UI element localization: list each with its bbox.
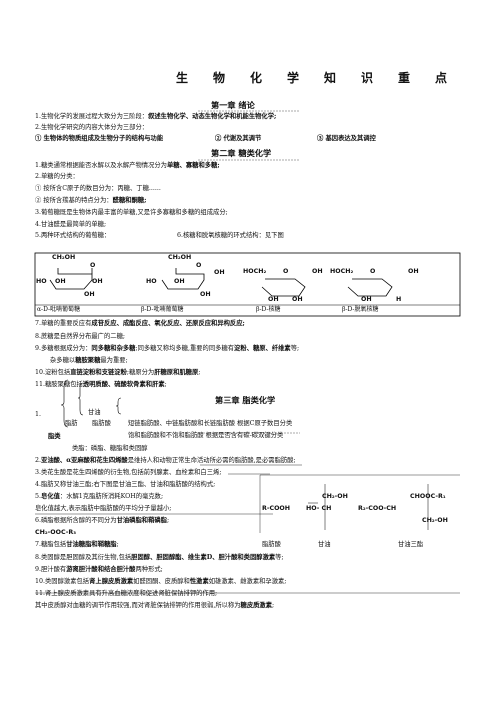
formula-cap-glycerol: 甘油 (318, 541, 331, 548)
ch3-n1: 1. (35, 411, 42, 418)
chapter1-heading: 第一章 绪论 (211, 100, 255, 110)
sugar-structure-box (34, 252, 461, 317)
ch2-line4: ② 按所含羰基的特点分为：醛糖和酮糖; (35, 197, 147, 204)
s1-o: O (90, 262, 96, 269)
ch3-line5: 5.皂化值：水解1克脂肪所消耗KOH的毫克数; (35, 493, 164, 500)
s3-oh3: OH (292, 296, 303, 303)
ch2-line10: 8.蔗糖是自然界分布最广的二糖; (35, 333, 125, 340)
ch3-line5b: 皂化值越大,表示脂肪中脂肪酸的平均分子量越小; (35, 505, 172, 512)
ch3-line6: 6.磷脂根据所含醇的不同分为甘油磷脂和鞘磷脂; (35, 517, 170, 524)
ch3-line11: 11.肾上腺皮质激素具有升高血糖浓度和促进肾脏保钠排钾的作用; (35, 590, 218, 597)
ch3-line12: 其中皮质醇对血糖的调节作用较强,而对肾脏保钠排钾的作用很弱,所以称为糖皮质激素; (35, 602, 275, 609)
ch3-line3: 3.类花生酸是花生四烯酸的衍生物,包括前列腺素、血栓素和白三烯; (35, 469, 222, 476)
cap-beta-glucose: β-D-吡喃葡萄糖 (141, 306, 184, 313)
ch1-part2: ② 代谢及其调节 (215, 135, 262, 142)
ch2-line2: 2.单糖的分类： (35, 173, 79, 180)
beta-ribose-ring (261, 278, 306, 297)
s4-oh1: OH (408, 268, 419, 275)
ch2-line14: 11.糖胺聚糖包括透明质酸、硫酸软骨素和肝素; (35, 381, 167, 388)
ch2-line13: 10.淀粉包括直链淀粉和支链淀粉;糖原分为肝糖原和肌糖原; (35, 369, 201, 376)
s1-ho: HO (36, 278, 47, 285)
lipid-brace (60, 379, 69, 428)
ch3-line9: 9.胆汁酸有游离胆汁酸和结合胆汁酸两种形式; (35, 566, 163, 573)
s4-o: O (370, 268, 376, 275)
ch3-line2: 2.亚油酸、α亚麻酸和花生四烯酸是维持人和动物正常生命活动所必需的脂肪酸,是必需… (35, 457, 296, 464)
lipid-label: 脂类 (48, 433, 61, 440)
formula-cap-triglyceride: 甘油三酯 (398, 541, 424, 548)
ch3-line4: 4.脂肪又称甘油三酯;右下图是甘油三酯、甘油和脂肪酸的结构式; (35, 481, 216, 488)
lipid-fa-chain: 短链脂肪酸、中链脂肪酸和长链脂肪酸 根据C原子数目分类 (128, 420, 293, 427)
lipid-fa-sat: 饱和脂肪酸和不饱和脂肪酸 根据是否含有碳-碳双键分类 (128, 432, 284, 439)
cap-deoxyribose: β-D-脱氧核糖 (342, 306, 379, 313)
lipid-lipoid: 类脂：磷脂、糖脂和类固醇 (72, 445, 148, 452)
formula-ch2oh-bottom: CH₂-OH (422, 517, 448, 524)
ch3-line8: 8.类固醇是胆固醇及其衍生物,包括胆固醇、胆固醇酯、维生素D、胆汁酸和类固醇激素… (35, 554, 284, 561)
formula-ch2oh-top: CH₂-OH (322, 493, 348, 500)
chapter2-heading: 第二章 糖类化学 (211, 148, 272, 158)
ch1-line2: 2.生物化学研究的内容大体分为三部分： (35, 124, 149, 131)
beta-deoxyribose-ring (347, 278, 393, 297)
formula-r2: R₂-COO-CH (358, 505, 397, 512)
s2-oh1: OH (214, 269, 225, 276)
s3-oh1: OH (312, 268, 323, 275)
ch2-line6: 4.甘油醛是最简单的单糖; (35, 221, 107, 228)
s4-h: H (396, 296, 402, 303)
formula-chooc-r1: CHOOC-R₁ (410, 493, 446, 500)
s2-ho: HO (146, 278, 157, 285)
s2-o: O (196, 262, 202, 269)
ch2-line3: ① 按所含C原子的数目分为：丙糖、丁糖...... (35, 185, 161, 192)
ch3-line10: 10.类固醇激素包括肾上腺皮质激素如醛固酮、皮质醇和性激素如雄激素、雌激素和孕激… (35, 578, 287, 585)
chapter3-heading: 第三章 脂类化学 (215, 395, 276, 405)
cap-ribose: β-D-核糖 (256, 306, 281, 313)
s1-oh3: OH (84, 291, 95, 298)
s2-oh3: OH (200, 291, 211, 298)
ch2-line7: 5.两种环式结构的葡萄糖： (35, 232, 111, 239)
s4-oh2: OH (361, 296, 372, 303)
s1-oh1: OH (55, 278, 66, 285)
lipid-glycerol: 甘油 (88, 409, 101, 416)
ch2-line11: 9.多糖根据成分为：同多糖和杂多糖;同多糖又称均多糖,重要的同多糖有淀粉、糖原、… (35, 345, 300, 352)
ch1-line1: 1.生物化学的发展过程大致分为三阶段：叙述生物化学、动态生物化学和机能生物化学; (35, 113, 277, 120)
fatty-acid-brace (115, 397, 122, 415)
ch1-part3: ③ 基因表达及其调控 (317, 135, 376, 142)
s1-oh2: OH (92, 278, 103, 285)
ch2-line1: 1.糖类通常根据能否水解以及水解产物情况分为单糖、寡糖和多糖; (35, 162, 220, 169)
formula-hoch: HO- CH (306, 505, 332, 512)
lipid-fat: 脂肪 (65, 420, 78, 427)
s2-oh2: OH (174, 278, 185, 285)
formula-rcooh: R-COOH (262, 505, 291, 512)
formula-ch2-ooc-r3: CH₂-OOC-R₃ (35, 529, 76, 536)
s2-ch2oh: CH₂OH (168, 254, 192, 261)
ch2-line12: 杂多糖以糖胺聚糖最为重要; (50, 357, 128, 364)
ch2-line8: 6.核糖和脱氧核糖的环式结构：见下图 (177, 232, 284, 239)
lipid-fatty-acid: 脂肪酸 (92, 420, 111, 427)
ch2-line9: 7.单糖的重要反应有成苷反应、成酯反应、氧化反应、还原反应和异构反应; (35, 320, 245, 327)
fat-brace (77, 382, 84, 416)
s4-hoch2: HOCH₂ (330, 268, 354, 275)
beta-glucose-ring (161, 268, 205, 290)
s3-o: O (283, 268, 289, 275)
cap-alpha-glucose: α-D-吡喃葡萄糖 (37, 306, 81, 313)
s3-hoch2: HOCH₂ (243, 268, 267, 275)
ch2-line5: 3.葡萄糖既是生物体内最丰富的单糖,又是许多寡糖和多糖的组成成分; (35, 209, 228, 216)
alpha-glucose-ring (49, 268, 93, 290)
s1-ch2oh: CH₂OH (52, 254, 76, 261)
ch3-line7: 7.糖脂包括甘油糖脂和鞘糖脂; (35, 541, 119, 548)
s3-oh2: OH (268, 296, 279, 303)
ch1-part1: ① 生物体的物质组成及生物分子的结构与功能 (35, 135, 164, 142)
page-title: 生物化学知识重点 (176, 71, 473, 85)
formula-cap-fatty-acid: 脂肪酸 (262, 541, 281, 548)
